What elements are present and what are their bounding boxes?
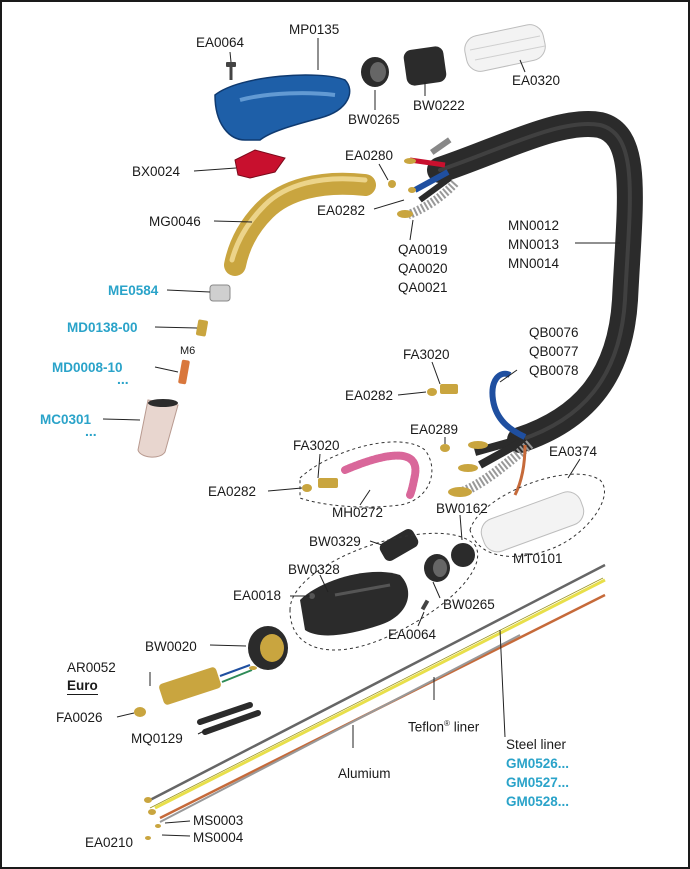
- euro-connector: [134, 664, 257, 717]
- label-gm0526: GM0526...: [506, 756, 570, 771]
- label-fa3020-top: FA3020: [403, 347, 450, 362]
- spring-mt0101: [480, 491, 585, 553]
- bw0329-part: [379, 529, 419, 561]
- label-bx0024: BX0024: [132, 164, 181, 179]
- label-mn0014: MN0014: [508, 256, 560, 271]
- nut-bw0222: [403, 46, 447, 86]
- label-bw0328: BW0328: [288, 562, 340, 577]
- label-fa3020-low: FA3020: [293, 438, 340, 453]
- label-qb0076: QB0076: [529, 325, 579, 340]
- label-qa0019: QA0019: [398, 242, 448, 257]
- label-euro: Euro: [67, 678, 98, 695]
- label-gm0527: GM0527...: [506, 775, 570, 790]
- label-ea0282-mid: EA0282: [345, 388, 394, 403]
- bw0328-body: [300, 571, 409, 636]
- liner-text: liner: [449, 719, 480, 735]
- label-steel-liner: Steel liner: [506, 737, 567, 752]
- label-bw0265-low: BW0265: [443, 597, 495, 612]
- liners: [144, 563, 606, 840]
- label-mt0101: MT0101: [513, 551, 563, 566]
- label-mh0272: MH0272: [332, 505, 384, 520]
- label-ea0282-top: EA0282: [317, 203, 366, 218]
- label-bw0265-top: BW0265: [348, 112, 400, 127]
- label-mg0046: MG0046: [149, 214, 201, 229]
- upper-cable-ends: [397, 137, 459, 220]
- label-teflon-liner: Teflon® liner: [408, 716, 479, 735]
- label-ea0289: EA0289: [410, 422, 459, 437]
- label-ea0320: EA0320: [512, 73, 561, 88]
- label-ea0064-low: EA0064: [388, 627, 437, 642]
- label-me0584: ME0584: [108, 283, 159, 298]
- registered-mark: ®: [444, 719, 450, 728]
- label-qa0021: QA0021: [398, 280, 448, 295]
- label-fa0026: FA0026: [56, 710, 103, 725]
- label-ar0052: AR0052: [67, 660, 116, 675]
- label-md0008: MD0008-10: [52, 360, 123, 375]
- main-cable-hose: [427, 111, 643, 453]
- swan-neck: [224, 172, 376, 276]
- label-ms0004: MS0004: [193, 830, 244, 845]
- label-m6: M6: [180, 345, 196, 357]
- label-ms0003: MS0003: [193, 813, 244, 828]
- ring-bw0162: [451, 543, 475, 567]
- more-dots-md0008: ...: [117, 371, 129, 387]
- label-mq0129: MQ0129: [131, 731, 183, 746]
- label-qa0020: QA0020: [398, 261, 448, 276]
- label-ea0018: EA0018: [233, 588, 282, 603]
- me0584-adapter: [209, 284, 231, 302]
- teflon-text: Teflon: [408, 719, 445, 735]
- label-alumium: Alumium: [338, 766, 391, 781]
- label-ea0210: EA0210: [85, 835, 134, 850]
- more-dots-mc0301: ...: [85, 423, 97, 439]
- label-ea0282-low: EA0282: [208, 484, 257, 499]
- label-mn0013: MN0013: [508, 237, 560, 252]
- label-qb0077: QB0077: [529, 344, 579, 359]
- blue-handle: [214, 62, 351, 141]
- lower-cable-ends: [448, 370, 534, 497]
- label-ea0374: EA0374: [549, 444, 598, 459]
- label-bw0020: BW0020: [145, 639, 197, 654]
- label-ea0064-top: EA0064: [196, 35, 245, 50]
- label-qb0078: QB0078: [529, 363, 579, 378]
- label-mp0135: MP0135: [289, 22, 340, 37]
- spring-ea0320: [464, 24, 546, 72]
- label-bw0222: BW0222: [413, 98, 465, 113]
- md0138-diffuser: [196, 319, 208, 337]
- pink-liner: [341, 451, 420, 499]
- red-trigger: [234, 149, 286, 179]
- label-bw0162: BW0162: [436, 501, 488, 516]
- label-gm0528: GM0528...: [506, 794, 570, 809]
- label-mc0301: MC0301: [40, 412, 92, 427]
- leader-lines: [102, 38, 620, 837]
- label-bw0329: BW0329: [309, 534, 361, 549]
- label-mn0012: MN0012: [508, 218, 560, 233]
- label-md0138: MD0138-00: [67, 320, 138, 335]
- mc0301-nozzle: [137, 399, 179, 458]
- md0008-tip: [178, 359, 190, 385]
- label-ea0280: EA0280: [345, 148, 394, 163]
